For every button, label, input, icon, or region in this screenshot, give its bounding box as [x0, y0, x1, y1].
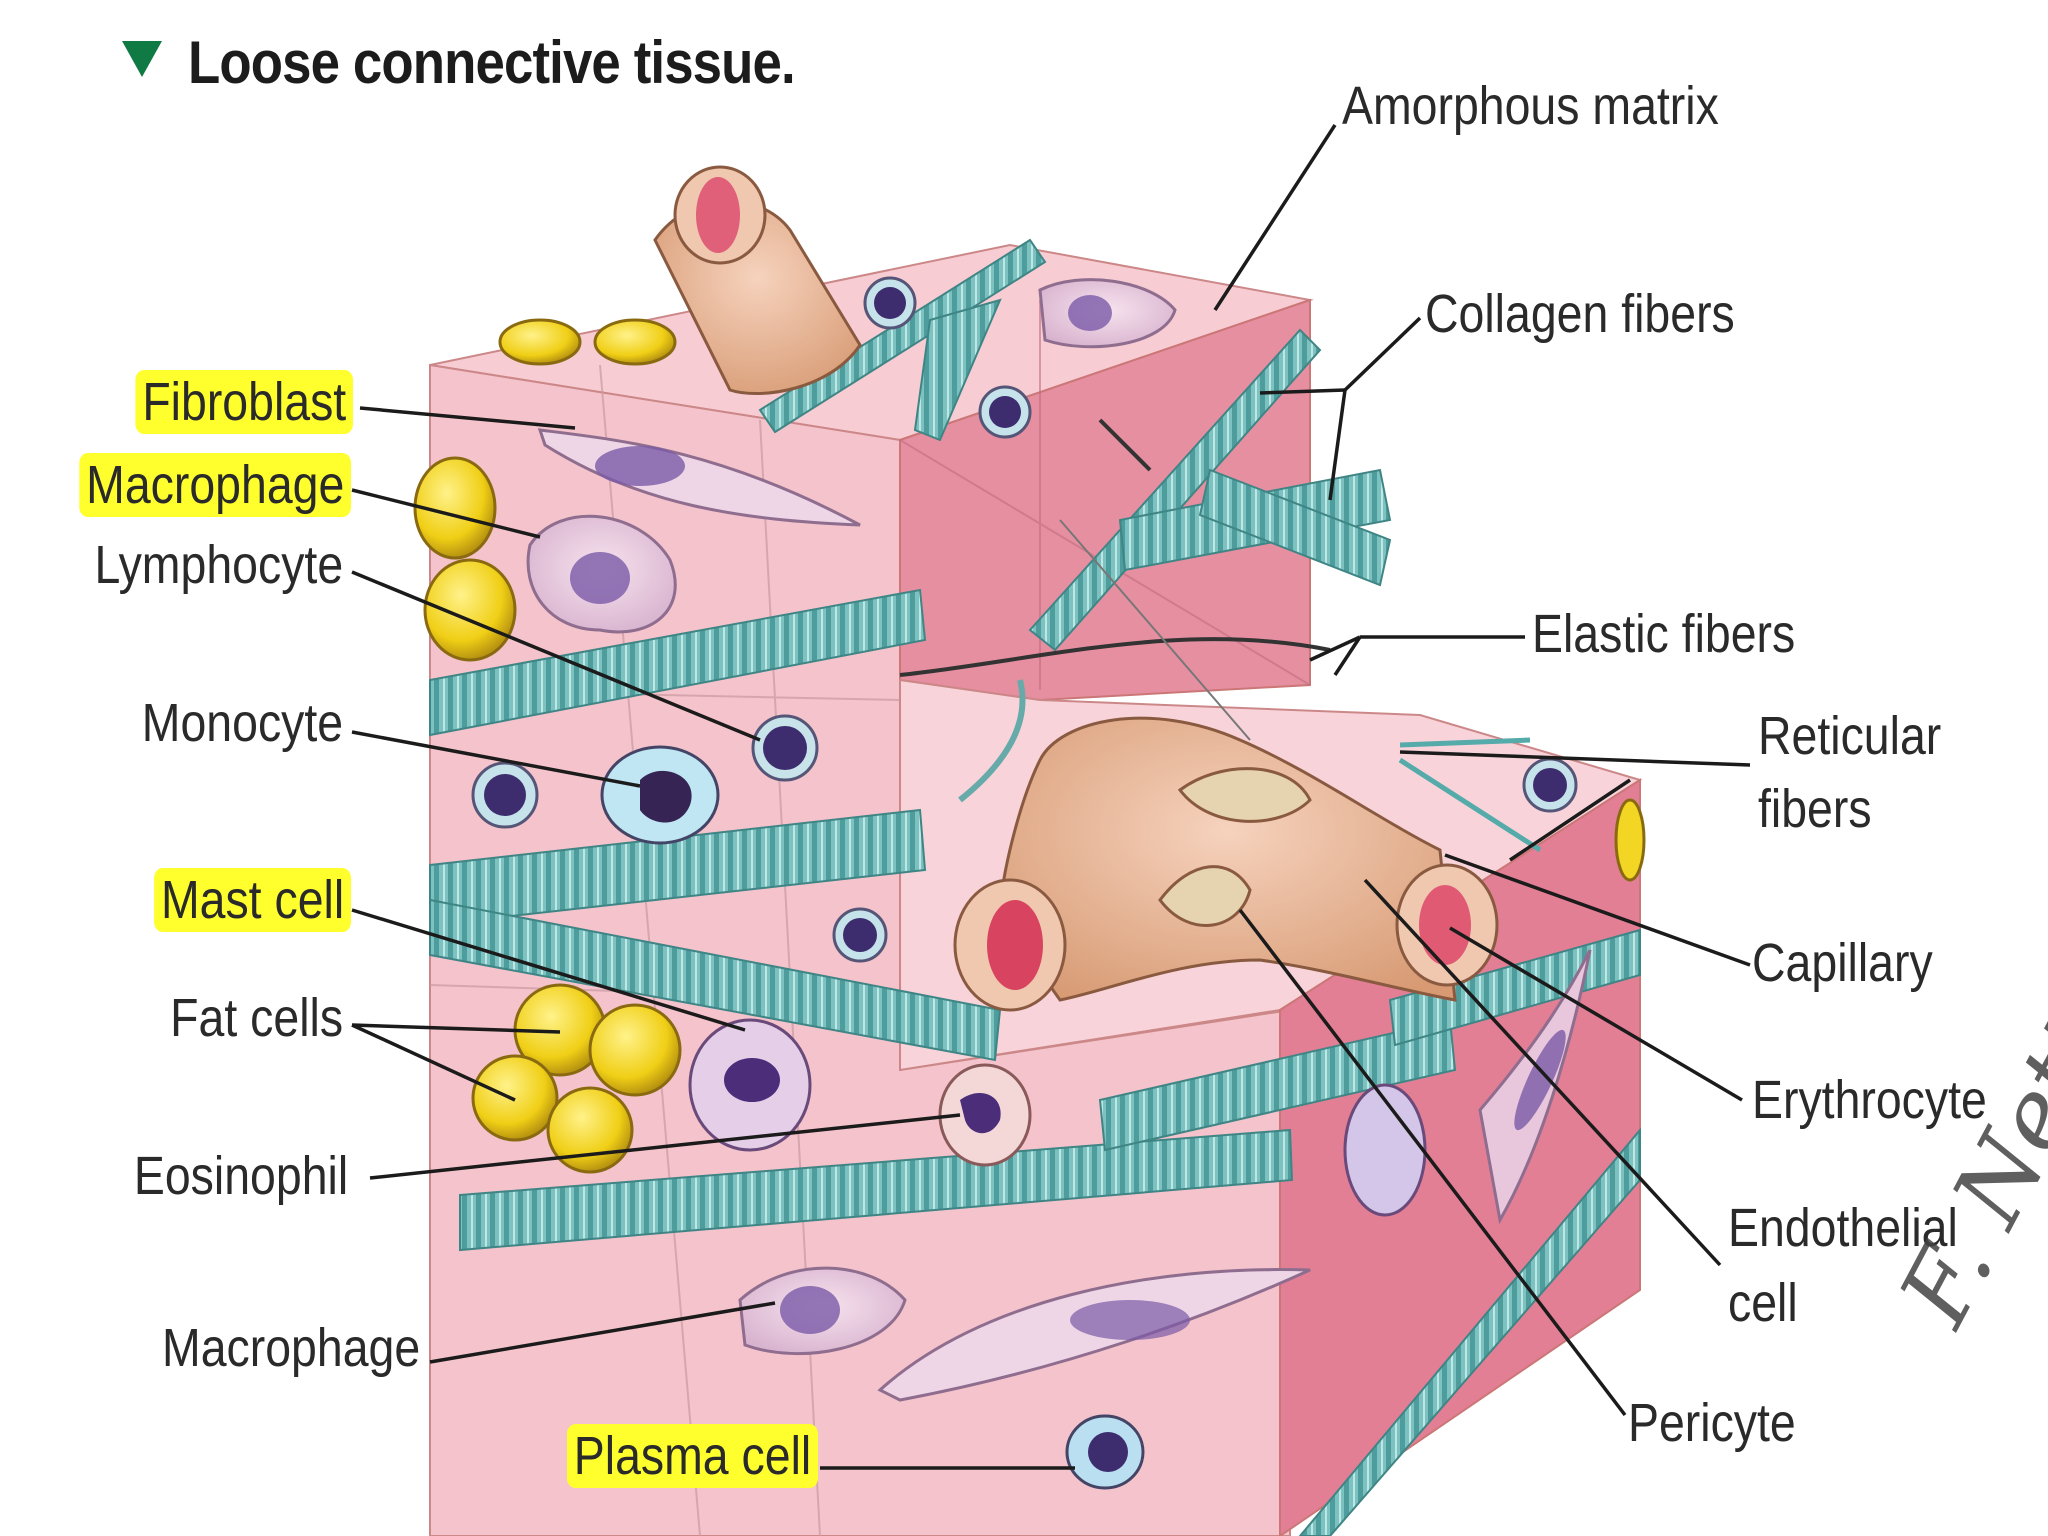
label-reticular-line2: fibers	[1758, 778, 1872, 839]
label-macrophage-top: Macrophage	[79, 453, 351, 517]
top-vessel	[653, 165, 862, 396]
label-mast-cell: Mast cell	[154, 868, 351, 932]
label-endothelial-line2: cell	[1728, 1272, 1798, 1333]
leader-lines	[351, 124, 1751, 1470]
label-elastic-fibers: Elastic fibers	[1532, 604, 1796, 664]
label-lymphocyte: Lymphocyte	[94, 535, 343, 595]
label-fat-cells: Fat cells	[170, 988, 343, 1048]
label-capillary: Capillary	[1752, 933, 1933, 993]
capillary	[953, 716, 1499, 1012]
label-eosinophil: Eosinophil	[133, 1146, 348, 1206]
label-fibroblast: Fibroblast	[135, 370, 353, 434]
label-endothelial-cell: Endothelial cell	[1728, 1200, 1958, 1331]
cells	[471, 276, 1646, 1490]
label-pericyte: Pericyte	[1628, 1393, 1796, 1453]
title-triangle-icon	[122, 41, 162, 77]
collagen-fibers	[429, 238, 1641, 1536]
thin-fibers	[899, 418, 1542, 853]
title: Loose connective tissue.	[122, 22, 878, 102]
label-collagen-fibers: Collagen fibers	[1425, 284, 1735, 344]
title-text: Loose connective tissue.	[188, 28, 796, 96]
label-plasma-cell: Plasma cell	[566, 1424, 818, 1488]
label-reticular-line1: Reticular	[1758, 706, 1942, 766]
label-endothelial-line1: Endothelial	[1728, 1198, 1958, 1258]
label-amorphous-matrix: Amorphous matrix	[1342, 76, 1719, 136]
label-monocyte: Monocyte	[141, 693, 343, 753]
label-erythrocyte: Erythrocyte	[1752, 1070, 1987, 1130]
fat-cells	[413, 318, 682, 1174]
label-macrophage-bottom: Macrophage	[161, 1318, 420, 1378]
label-reticular-fibers: Reticular fibers	[1758, 708, 1941, 837]
